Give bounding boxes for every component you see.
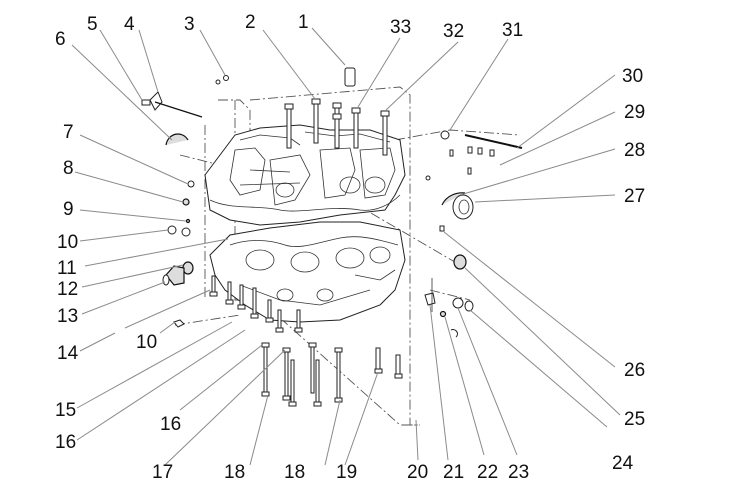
upper-bolts xyxy=(284,98,390,156)
callout-22: 22 xyxy=(477,462,498,483)
bolt xyxy=(313,359,322,407)
callout-33: 33 xyxy=(390,17,411,38)
callout-25: 25 xyxy=(624,409,645,430)
callout-16-inner: 16 xyxy=(160,414,181,435)
callout-16: 16 xyxy=(55,432,76,453)
callout-4: 4 xyxy=(124,14,135,35)
callout-15: 15 xyxy=(55,400,76,421)
callout-13: 13 xyxy=(57,306,78,327)
callout-18-right: 18 xyxy=(284,462,305,483)
upper-left-parts xyxy=(141,75,229,146)
callout-14: 14 xyxy=(57,343,79,364)
bolt xyxy=(374,347,383,374)
callout-7: 7 xyxy=(63,122,74,143)
bolt xyxy=(282,347,291,401)
callout-31: 31 xyxy=(502,20,523,41)
callout-11: 11 xyxy=(57,258,77,279)
lower-crankcase xyxy=(209,221,406,323)
callout-10: 10 xyxy=(57,232,78,253)
bolt xyxy=(225,281,234,305)
callout-18: 18 xyxy=(224,462,245,483)
callout-29: 29 xyxy=(624,102,645,123)
bolt xyxy=(380,110,390,156)
callout-6: 6 xyxy=(55,29,66,50)
callout-19: 19 xyxy=(336,462,357,483)
bolt xyxy=(237,284,246,310)
callout-26: 26 xyxy=(624,360,645,381)
leader-lines xyxy=(71,27,621,466)
callout-labels: 1 2 3 4 5 6 7 8 9 10 11 12 13 14 10 15 1… xyxy=(55,12,645,483)
callout-8: 8 xyxy=(63,158,74,179)
callout-32: 32 xyxy=(443,21,464,42)
bolt xyxy=(275,309,284,333)
bolt xyxy=(308,342,317,394)
callout-24: 24 xyxy=(612,453,634,474)
left-small-parts xyxy=(167,180,195,237)
callout-12: 12 xyxy=(57,279,78,300)
bolt xyxy=(261,342,270,397)
bolt xyxy=(294,309,303,333)
callout-20: 20 xyxy=(407,462,428,483)
bolt xyxy=(284,103,294,149)
bolt xyxy=(288,359,297,407)
bolt xyxy=(265,299,274,323)
callout-3: 3 xyxy=(184,14,195,35)
callout-5: 5 xyxy=(87,14,98,35)
bolt xyxy=(351,107,361,149)
callout-21: 21 xyxy=(443,462,464,483)
right-side-parts xyxy=(424,130,523,338)
left-lower-parts xyxy=(162,261,194,328)
callout-17: 17 xyxy=(152,462,173,483)
callout-30: 30 xyxy=(622,66,643,87)
bolt xyxy=(209,275,218,297)
callout-23: 23 xyxy=(508,462,529,483)
bolt xyxy=(334,347,343,403)
dowel-sleeve xyxy=(344,67,356,87)
bolt xyxy=(394,354,403,379)
upper-crankcase xyxy=(204,124,406,226)
callout-28: 28 xyxy=(624,140,645,161)
callout-2: 2 xyxy=(245,12,256,33)
callout-10-lower: 10 xyxy=(136,332,157,353)
callout-27: 27 xyxy=(624,186,645,207)
bolt xyxy=(250,287,259,319)
bolt xyxy=(332,113,342,149)
callout-1: 1 xyxy=(298,12,309,33)
callout-9: 9 xyxy=(63,199,74,220)
bolt xyxy=(311,98,321,144)
